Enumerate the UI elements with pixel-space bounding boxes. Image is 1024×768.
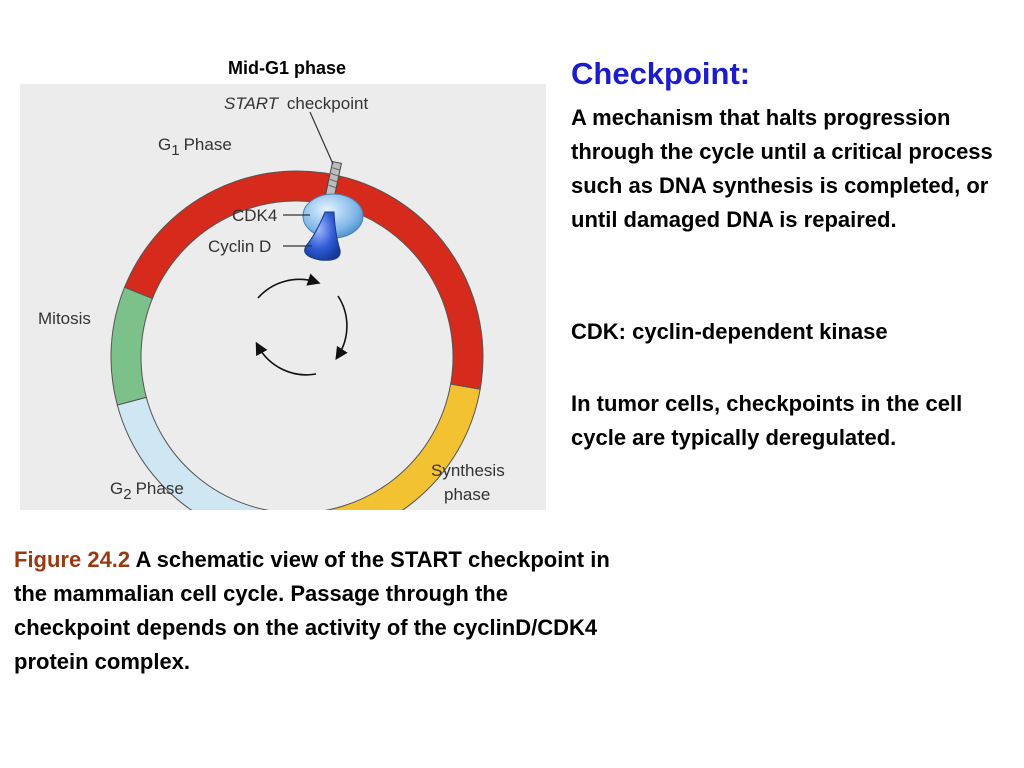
tumor-cells-note: In tumor cells, checkpoints in the cell … xyxy=(571,391,963,450)
cyclin-cdk4-complex xyxy=(302,193,364,261)
figure-number: Figure 24.2 xyxy=(14,547,131,572)
cell-cycle-ring xyxy=(110,170,484,510)
figure-caption: Figure 24.2 A schematic view of the STAR… xyxy=(14,543,614,679)
checkpoint-pointer xyxy=(309,111,334,165)
cyclin-d-protein xyxy=(304,211,341,261)
g1-phase-segment xyxy=(123,170,484,390)
cdk4-label: CDK4 xyxy=(232,206,277,225)
mitosis-segment xyxy=(110,286,154,406)
figure-caption-body: A schematic view of the START checkpoint… xyxy=(14,547,610,674)
checkpoint-heading: Checkpoint: xyxy=(571,56,751,91)
cyclin-d-label: Cyclin D xyxy=(208,237,271,256)
checkpoint-definition: A mechanism that halts progression throu… xyxy=(571,105,993,232)
diagram-title: Mid-G1 phase xyxy=(228,58,347,78)
synthesis-phase-label-line2: phase xyxy=(444,485,490,504)
mitosis-label: Mitosis xyxy=(38,309,91,328)
cdk-definition: CDK: cyclin-dependent kinase xyxy=(571,319,888,344)
cycle-direction-arrows xyxy=(255,273,348,376)
synthesis-phase-segment xyxy=(324,383,481,510)
g2-phase-segment xyxy=(116,396,270,510)
start-checkpoint-label: START checkpoint xyxy=(224,94,368,113)
synthesis-phase-label-line1: Synthesis xyxy=(431,461,505,480)
